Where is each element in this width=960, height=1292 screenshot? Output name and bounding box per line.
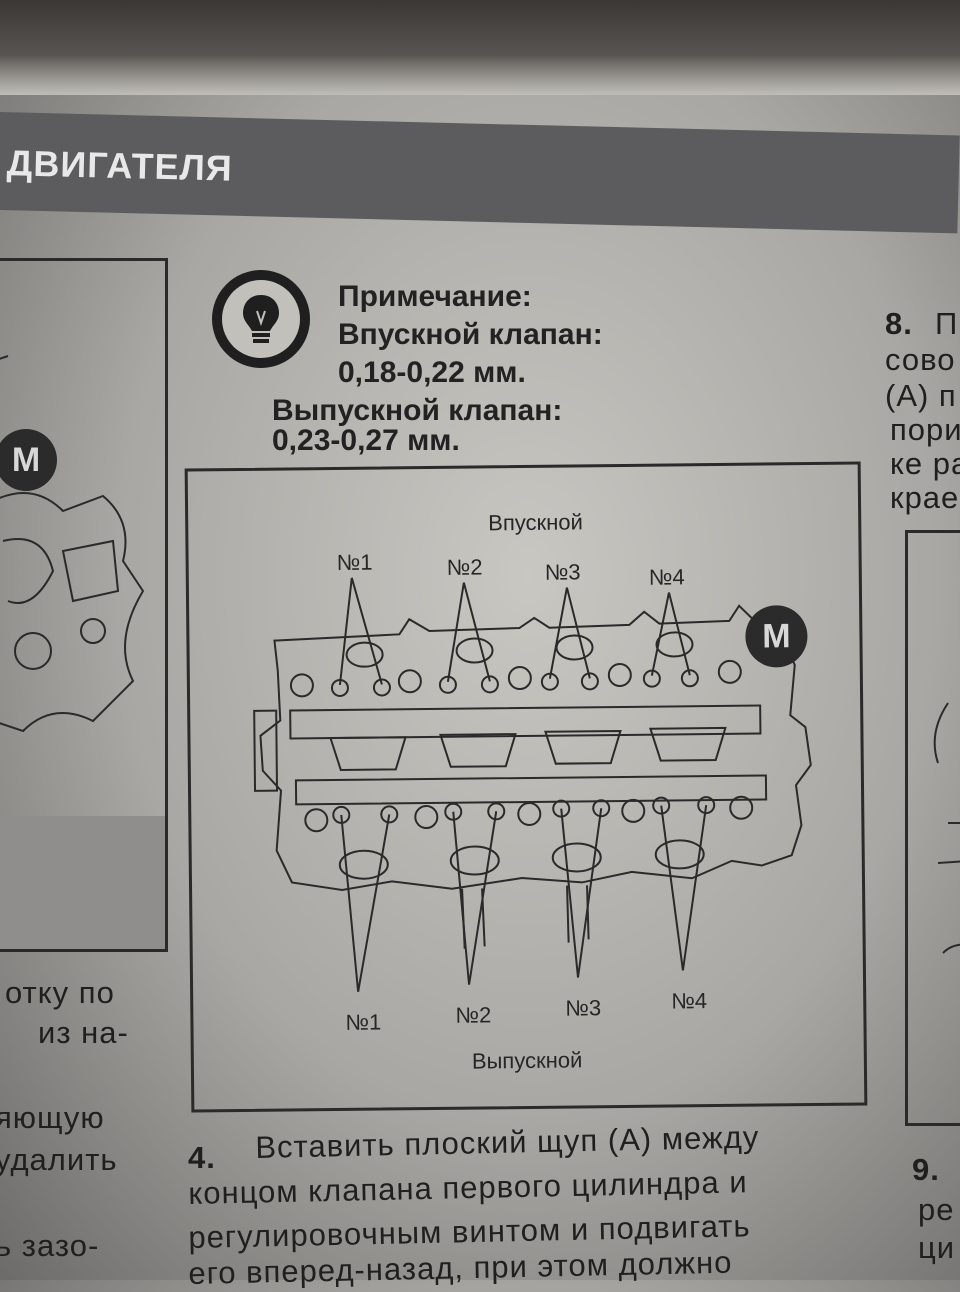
step8-line-6: крае (890, 480, 960, 515)
left-figure-caption-band (0, 816, 165, 949)
table-background (0, 0, 960, 95)
left-figure: M (0, 258, 168, 952)
note-exhaust-label: Выпускной клапан: (272, 394, 563, 427)
step9-line-2: ци (918, 1230, 956, 1265)
right-figure (905, 530, 960, 1126)
left-line-1: отку по (5, 975, 115, 1010)
note-intake-label: Впускной клапан: (338, 318, 603, 351)
left-line-5: ь зазо- (0, 1228, 100, 1263)
step8-line-1: П (935, 306, 959, 341)
section-header: ДВИГАТЕЛЯ (0, 112, 960, 234)
left-engine-drawing (0, 355, 145, 733)
valve-diagram: Впускной №1 №2 №3 №4 №1 №2 №3 №4 Выпускн… (184, 461, 868, 1113)
lightbulb-shape (243, 295, 279, 343)
step8-line-5: ке ра (890, 446, 960, 481)
lightbulb-icon (212, 270, 310, 368)
step4-line-1: Вставить плоский щуп (А) между (255, 1119, 760, 1165)
left-line-2: из на- (38, 1015, 129, 1050)
lightbulb-glyph (222, 280, 300, 358)
note-heading: Примечание: (338, 280, 532, 313)
note-exhaust-value: 0,23-0,27 мм. (272, 424, 460, 457)
note-intake-value: 0,18-0,22 мм. (338, 356, 526, 389)
step8-line-3: (А) п (885, 378, 957, 413)
figure-brand-logo: M (745, 605, 808, 668)
left-line-3: яющую (0, 1100, 105, 1135)
left-line-4: удалить (0, 1142, 118, 1177)
step4-number: 4. (188, 1140, 216, 1175)
step8-number: 8. (885, 306, 913, 341)
step9-line-1: ре (918, 1192, 955, 1227)
step8-line-2: сово (885, 342, 956, 377)
section-title: ДВИГАТЕЛЯ (6, 142, 234, 189)
figure-logo-letter: M (762, 616, 791, 656)
step4-line-2: концом клапана первого цилиндра и (188, 1164, 748, 1211)
right-figure-drawing (933, 702, 960, 954)
cylinder-head-drawing (253, 577, 812, 992)
left-logo-letter: M (11, 440, 41, 479)
step8-line-4: пори (890, 412, 960, 447)
left-brand-logo: M (0, 429, 57, 491)
step9-number: 9. (912, 1152, 940, 1187)
